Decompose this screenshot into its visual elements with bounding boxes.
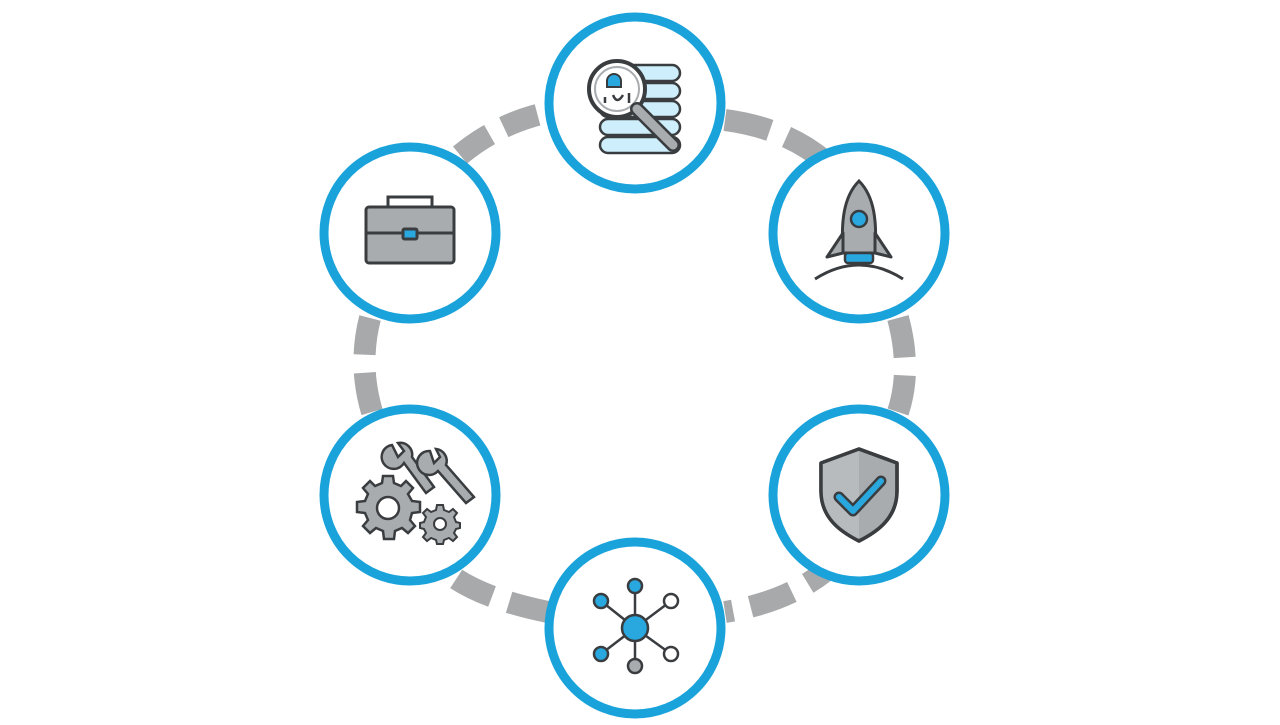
large-gear-icon — [355, 474, 422, 541]
small-gear-icon — [419, 504, 461, 545]
rocket-icon — [814, 178, 904, 281]
node-tools — [319, 404, 501, 586]
network-hub-icon — [592, 577, 680, 675]
node-network — [544, 537, 726, 719]
node-business — [319, 142, 501, 324]
connector-launch-security — [887, 315, 916, 416]
gears-wrenches-icon — [355, 441, 476, 545]
node-security — [768, 404, 950, 586]
node-research — [544, 12, 726, 194]
node-launch — [768, 142, 950, 324]
connector-network-tools — [432, 557, 551, 623]
research-search-icon — [587, 59, 682, 155]
connector-tools-business — [353, 315, 383, 416]
connector-business-research — [453, 101, 553, 164]
shield-check-icon — [819, 447, 899, 543]
connectors — [353, 101, 916, 623]
connector-research-launch — [723, 109, 851, 186]
briefcase-icon — [364, 195, 456, 265]
